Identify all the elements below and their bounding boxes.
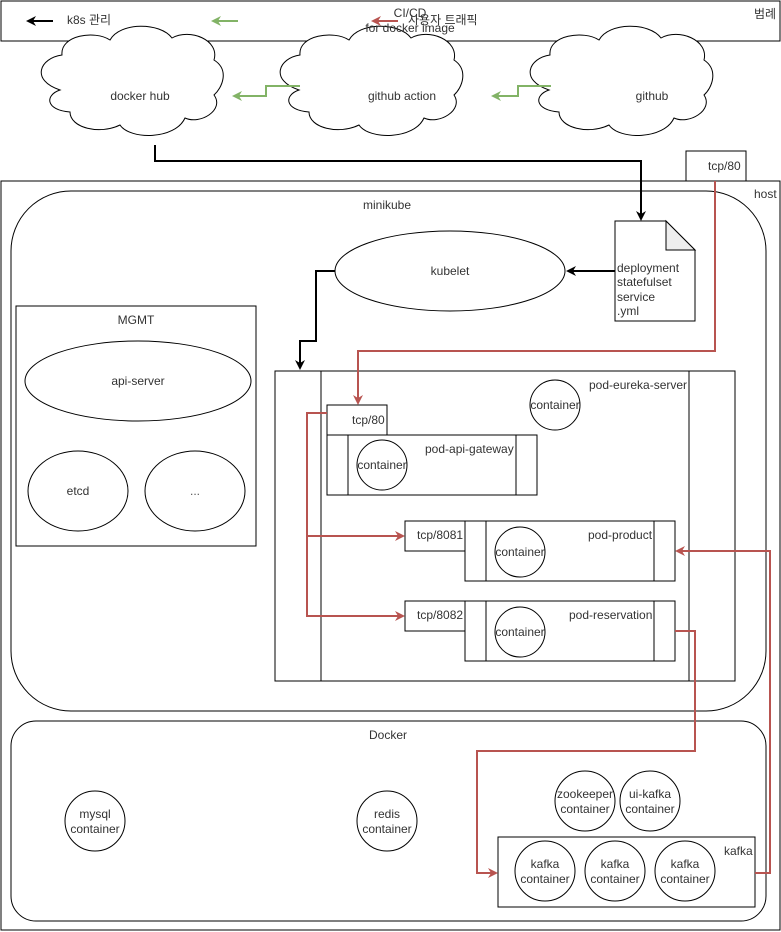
product-container-circle [494,526,546,578]
github-action-label: github action [367,89,437,103]
redis-label-line2: container [362,822,412,836]
product-port-box [404,520,466,552]
legend-k8s-label: k8s 관리 [67,13,112,27]
kafka-container-circle-1 [514,840,576,902]
api-server-ellipse [24,340,252,422]
ui-kafka-label-line1: ui-kafka [628,787,672,801]
pod-eureka-server-label: pod-eureka-server [589,378,688,392]
reservation-port-box [404,600,466,632]
kafka-cluster-label: kafka [724,844,753,858]
github-label: github [635,89,669,103]
host-label: host [754,187,777,201]
kafka-2-label-line1: kafka [600,857,630,871]
traffic-arrow-kafka-to-product [675,546,771,874]
cicd-arrow-github-to-action [491,85,551,101]
zookeeper-container-circle [554,770,616,832]
eureka-container-circle [529,379,581,431]
traffic-arrow-gateway-to-product [306,412,405,541]
kafka-3-label-line1: kafka [670,857,700,871]
reservation-port-label: tcp/8082 [417,608,464,622]
api-server-label: api-server [111,374,165,388]
zookeeper-label-line2: container [560,802,610,816]
product-container-label: container [495,545,545,559]
mysql-label-line1: mysql [79,807,111,821]
redis-container-circle [356,790,418,852]
zookeeper-label-line1: zookeeper [556,787,614,801]
kafka-1-label-line2: container [520,872,570,886]
cloud-github [529,25,714,136]
gateway-container-circle [356,439,408,491]
mgmt-label: MGMT [117,313,155,327]
k8s-arrow-kubelet-to-node [295,270,335,370]
pod-product-label: pod-product [588,528,653,542]
minikube-label: minikube [363,198,412,212]
legend-traffic-label: 사용자 트래픽 [408,13,478,27]
host-port-label: tcp/80 [708,159,741,173]
k8s-arrow-hub-to-manifest [154,145,646,221]
legend-cicd-label-line1: CI/CD [393,6,427,20]
ui-kafka-label-line2: container [625,802,675,816]
more-label: ... [189,484,200,498]
cicd-arrow-action-to-hub [232,85,300,101]
docker-label: Docker [368,728,407,742]
cloud-docker-hub [40,25,224,136]
kafka-1-label-line1: kafka [530,857,560,871]
docker-box [10,720,767,922]
gateway-port-box [326,404,388,436]
traffic-arrow-gateway-to-reservation [306,536,405,621]
traffic-arrow-reservation-to-kafka [476,630,696,878]
manifest-line-2: statefulset [617,275,672,289]
kafka-container-circle-2 [584,840,646,902]
manifest-line-1: deployment [617,261,680,275]
manifest-line-3: service [617,290,656,304]
docker-hub-label: docker hub [110,89,170,103]
pod-api-gateway-label: pod-api-gateway [425,442,514,456]
kafka-3-label-line2: container [660,872,710,886]
gateway-port-label: tcp/80 [352,413,385,427]
reservation-container-circle [494,606,546,658]
legend-cicd-label-line2: for docker image [365,21,455,35]
manifest-fold [665,219,697,251]
etcd-ellipse [27,450,129,532]
kafka-container-circle-3 [654,840,716,902]
more-ellipse [144,450,246,532]
host-box [0,180,781,931]
ui-kafka-container-circle [619,770,681,832]
kubelet-label: kubelet [430,264,470,278]
mysql-label-line2: container [70,822,120,836]
eureka-container-label: container [530,398,580,412]
product-port-label: tcp/8081 [417,528,464,542]
redis-label-line1: redis [373,807,400,821]
cloud-github-action-shape [279,25,464,136]
kafka-2-label-line2: container [590,872,640,886]
traffic-arrow-ingress-to-gateway [353,181,716,405]
gateway-container-label: container [357,458,407,472]
reservation-container-label: container [495,625,545,639]
manifest-line-4: .yml [617,304,639,318]
etcd-label: etcd [66,484,90,498]
legend-title: 범례 [754,7,777,21]
minikube-box [10,190,767,712]
pod-reservation-label: pod-reservation [569,608,653,622]
mysql-container-circle [64,790,126,852]
